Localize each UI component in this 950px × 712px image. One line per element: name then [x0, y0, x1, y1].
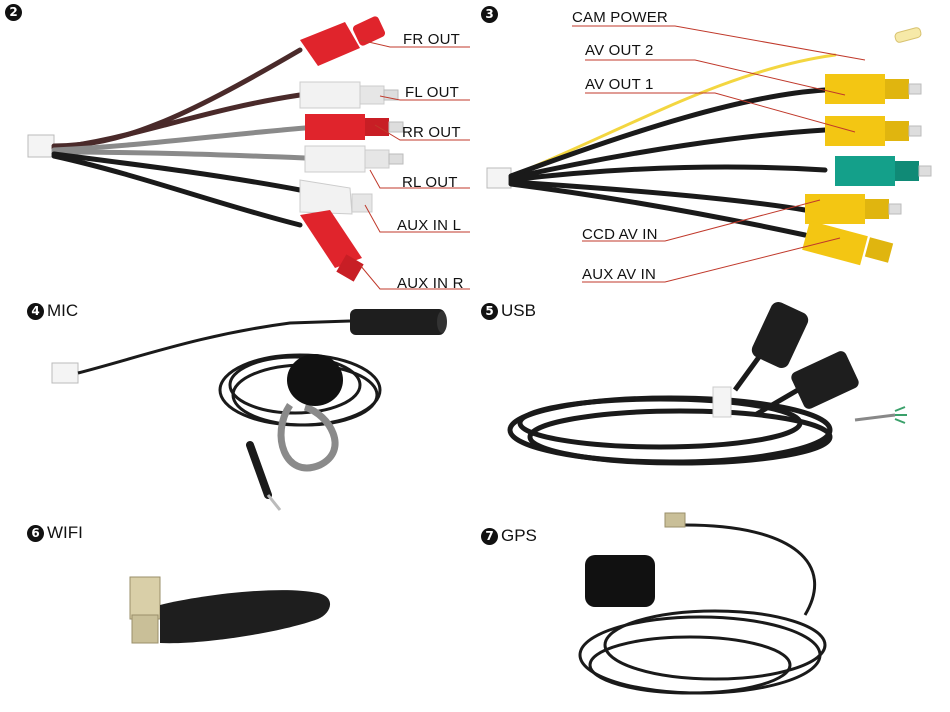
gps-connector — [664, 512, 686, 528]
cable-av-out-1 — [508, 127, 828, 181]
section-number-badge: 5 — [481, 303, 498, 320]
usb-socket-round — [751, 301, 809, 369]
mic-foam-head — [287, 354, 343, 406]
mic-illustration — [51, 309, 447, 511]
rca-plug-green — [835, 156, 932, 186]
label-cam-power: CAM POWER — [572, 9, 668, 26]
video-harness-illustration — [486, 25, 932, 283]
antenna-connector — [129, 576, 161, 620]
section-number-badge: 4 — [27, 303, 44, 320]
audio-harness-illustration — [27, 16, 470, 290]
cable-green — [508, 164, 828, 183]
panel-gps: 7 GPS — [475, 505, 950, 712]
label-fr-out: FR OUT — [403, 31, 461, 48]
rca-plug-aux-r — [300, 210, 364, 282]
cam-power-tip — [894, 27, 922, 43]
rca-plug-aux-av-in — [802, 220, 894, 266]
video-harness-plug — [486, 167, 512, 189]
cable-ccd-av-in — [508, 179, 808, 213]
cable-aux-l — [51, 151, 303, 193]
label-rr-out: RR OUT — [402, 124, 461, 141]
usb-illustration — [507, 301, 907, 466]
rca-plug-ccd-av-in — [805, 194, 902, 224]
gps-antenna-illustration — [578, 512, 827, 695]
section-title: MIC — [47, 301, 79, 320]
panel-wifi: 6 WIFI — [0, 505, 475, 712]
rca-plug-rl — [304, 145, 404, 173]
cable-fl — [51, 92, 303, 151]
label-rl-out: RL OUT — [402, 174, 458, 191]
panel-video-harness: 3 — [475, 0, 950, 295]
mic-plug — [51, 362, 79, 384]
label-fl-out: FL OUT — [405, 84, 459, 101]
cable-rr — [51, 125, 308, 153]
rca-plug-fr — [300, 16, 386, 66]
cable-aux-av-in — [508, 181, 808, 238]
label-aux-in-l: AUX IN L — [397, 217, 462, 234]
rca-plug-rr — [305, 114, 404, 140]
cable-rl — [51, 149, 308, 161]
section-number-badge: 6 — [27, 525, 44, 542]
label-aux-av-in: AUX AV IN — [582, 266, 657, 283]
mic-socket — [350, 309, 445, 335]
gps-puck — [585, 555, 655, 607]
mic-clip — [277, 403, 339, 472]
section-number-badge: 3 — [481, 6, 498, 23]
panel-usb: 5 USB — [475, 295, 950, 505]
rca-plug-aux-l — [299, 179, 373, 215]
panel-audio-harness: 2 — [0, 0, 475, 295]
label-ccd-av-in: CCD AV IN — [582, 226, 658, 243]
antenna-body — [160, 590, 331, 644]
label-aux-in-r: AUX IN R — [397, 275, 464, 292]
harness-plug — [27, 134, 55, 158]
rca-plug-av-out-1 — [825, 116, 922, 146]
video-leader-lines — [572, 25, 866, 283]
label-av-out-1: AV OUT 1 — [585, 76, 654, 93]
gps-cable-coil — [578, 523, 827, 695]
section-title: GPS — [501, 526, 537, 545]
usb-coil — [507, 395, 833, 466]
section-title: WIFI — [47, 523, 83, 542]
label-av-out-2: AV OUT 2 — [585, 42, 654, 59]
cable-aux-r — [51, 153, 303, 228]
rca-plug-av-out-2 — [825, 74, 922, 104]
usb-tag — [712, 386, 732, 418]
rca-plug-fl — [299, 81, 399, 109]
usb-a-socket — [791, 351, 859, 409]
audio-leader-lines — [359, 39, 470, 290]
section-title: USB — [501, 301, 536, 320]
section-number-badge: 7 — [481, 528, 498, 545]
panel-mic: 4 MIC — [0, 295, 475, 511]
wifi-antenna-illustration — [129, 576, 331, 644]
section-number-badge: 2 — [5, 4, 22, 21]
cable-av-out-2 — [508, 87, 828, 179]
